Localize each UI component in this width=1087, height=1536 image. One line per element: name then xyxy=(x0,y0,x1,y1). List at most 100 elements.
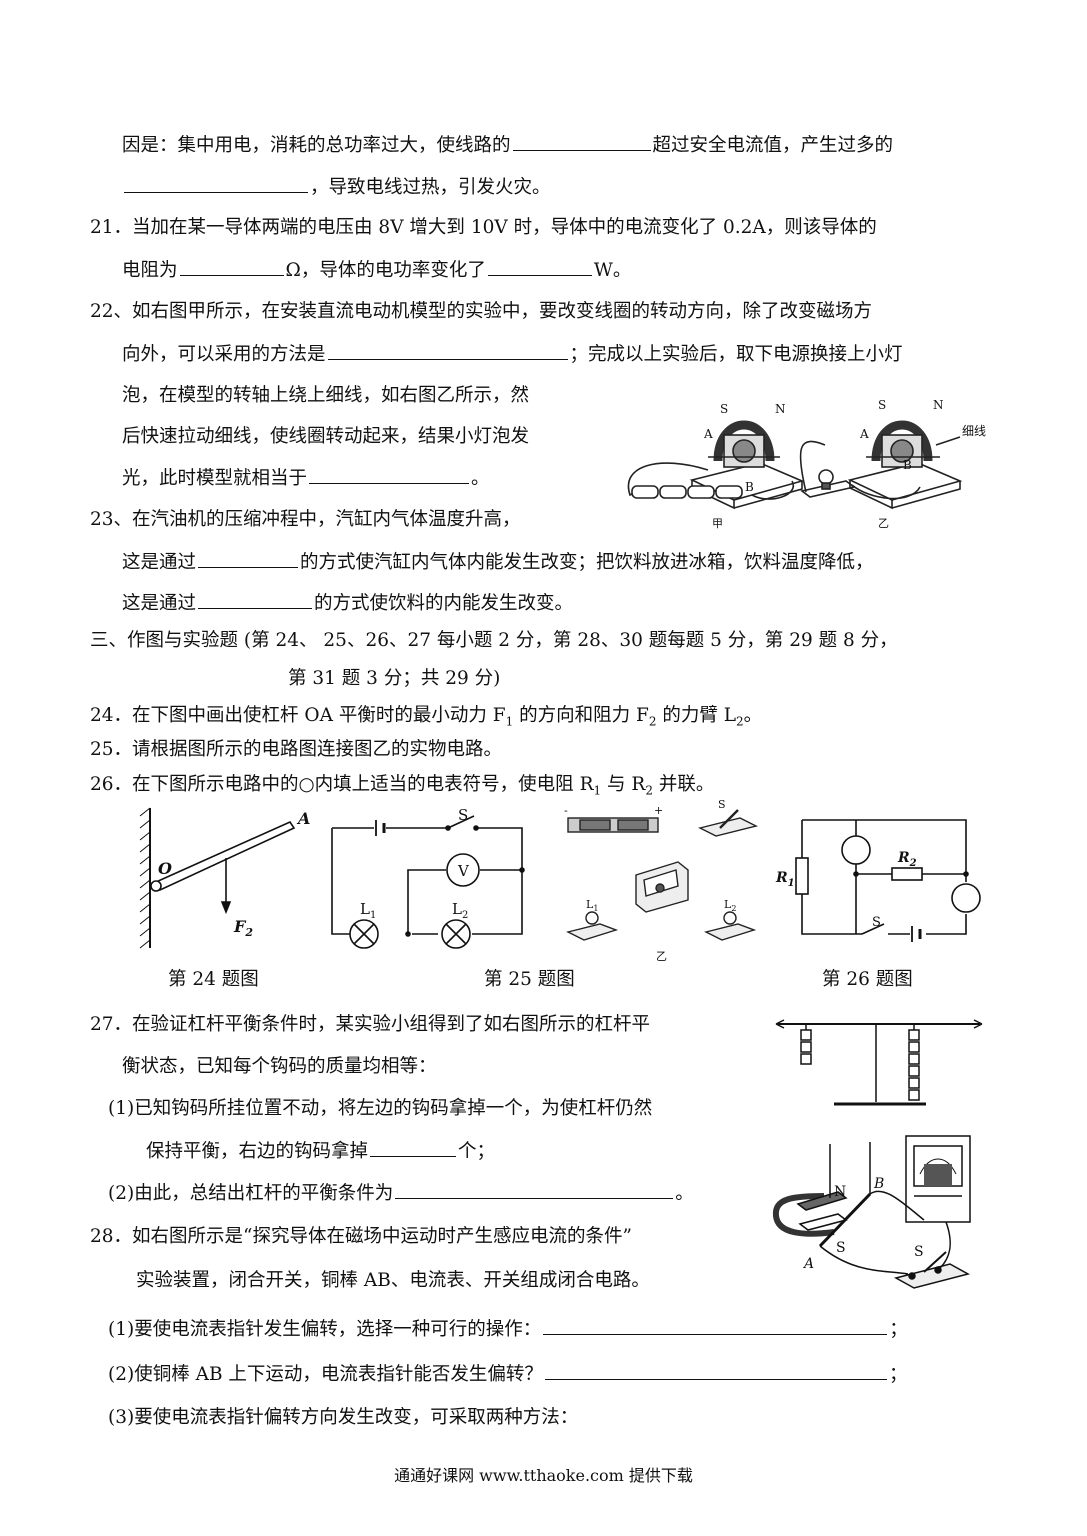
svg-text:L1: L1 xyxy=(360,900,376,921)
switch-q28 xyxy=(893,1263,971,1289)
svg-text:S: S xyxy=(458,806,468,824)
q26-text: 26．在下图所示电路中的○内填上适当的电表符号，使电阻 R1 与 R2 并联。 xyxy=(90,774,715,798)
q27-line2: 衡状态，已知每个钩码的质量均相等： xyxy=(122,1056,437,1077)
svg-text:S: S xyxy=(720,402,728,416)
q21-line1: 21．当加在某一导体两端的电压由 8V 增大到 10V 时，导体中的电流变化了 … xyxy=(90,217,877,238)
answer-blank[interactable] xyxy=(198,590,313,609)
svg-text:A: A xyxy=(859,427,869,441)
svg-text:L1: L1 xyxy=(586,898,598,913)
footer-source: 通通好课网 www.tthaoke.com 提供下载 xyxy=(394,1466,693,1485)
caption-fig25: 第 25 题图 xyxy=(484,969,575,990)
lamp-L2-component xyxy=(703,923,757,941)
voltmeter-V xyxy=(446,853,480,887)
svg-text:-: - xyxy=(564,804,568,817)
svg-text:甲: 甲 xyxy=(712,517,723,530)
svg-text:+: + xyxy=(654,804,663,817)
q25-text: 25．请根据图所示的电路图连接图乙的实物电路。 xyxy=(90,739,503,760)
svg-text:L2: L2 xyxy=(452,900,468,921)
svg-text:A: A xyxy=(802,1256,814,1272)
copper-rod-AB xyxy=(818,1192,872,1248)
answer-blank[interactable] xyxy=(512,132,651,151)
svg-text:O: O xyxy=(158,859,172,878)
svg-text:S: S xyxy=(878,398,886,412)
answer-blank[interactable] xyxy=(124,174,308,193)
weights-left xyxy=(800,1029,812,1065)
answer-blank[interactable] xyxy=(179,257,284,276)
resistor-R2 xyxy=(891,867,923,881)
pivot-O xyxy=(150,880,162,892)
switch-S-26 xyxy=(861,923,885,935)
q22-line4: 后快速拉动细线，使线圈转动起来，结果小灯泡发 xyxy=(122,426,530,447)
answer-blank[interactable] xyxy=(395,1180,674,1199)
section3-heading-cont: 第 31 题 3 分；共 29 分) xyxy=(288,668,501,689)
circuit-26-diagram: R1 R2 S xyxy=(775,819,981,942)
answer-blank[interactable] xyxy=(198,549,299,568)
answer-blank[interactable] xyxy=(544,1361,887,1380)
q23-line1: 23、在汽油机的压缩冲程中，汽缸内气体温度升高， xyxy=(90,509,521,530)
q28-line4: (2)使铜棒 AB 上下运动，电流表指针能否发生偏转？； xyxy=(108,1361,907,1388)
svg-text:S: S xyxy=(718,798,726,811)
q22-line3: 泡，在模型的转轴上绕上细线，如右图乙所示，然 xyxy=(122,385,530,406)
motor-figure: S N A B S N A B 细线 甲 乙 xyxy=(627,398,986,530)
circuit-25-diagram: S V L1 L2 xyxy=(331,806,525,949)
induction-figure: N B S A S xyxy=(772,1135,971,1289)
weights-right xyxy=(908,1029,920,1101)
resistor-R1 xyxy=(795,857,809,895)
answer-blank[interactable] xyxy=(487,257,592,276)
svg-text:R2: R2 xyxy=(897,850,917,869)
q22-line2: 向外，可以采用的方法是；完成以上实验后，取下电源换接上小灯 xyxy=(122,341,903,368)
lever-balance-figure xyxy=(775,1019,983,1106)
q27-line1: 27．在验证杠杆平衡条件时，某实验小组得到了如右图所示的杠杆平 xyxy=(90,1014,651,1035)
q28-line2: 实验装置，闭合开关，铜棒 AB、电流表、开关组成闭合电路。 xyxy=(136,1270,650,1291)
svg-text:L2: L2 xyxy=(724,898,736,913)
answer-blank[interactable] xyxy=(327,341,568,360)
lamp-L1-component xyxy=(565,923,619,941)
q24-text: 24．在下图中画出使杠杆 OA 平衡时的最小动力 F1 的方向和阻力 F2 的力… xyxy=(90,705,763,729)
q27-line3: (1)已知钩码所挂位置不动，将左边的钩码拿掉一个，为使杠杆仍然 xyxy=(108,1098,653,1119)
svg-text:A: A xyxy=(296,809,310,828)
svg-text:V: V xyxy=(457,862,470,880)
caption-fig24: 第 24 题图 xyxy=(168,969,259,990)
svg-text:B: B xyxy=(745,480,754,494)
svg-text:细线: 细线 xyxy=(962,424,986,438)
q27-line5: (2)由此，总结出杠杆的平衡条件为。 xyxy=(108,1180,694,1207)
svg-text:乙: 乙 xyxy=(656,950,667,963)
svg-text:乙: 乙 xyxy=(878,517,889,530)
circuit-25-physical: - + S L1 L2 乙 xyxy=(564,798,759,963)
meter-circle-top xyxy=(841,835,871,865)
q20-line2: ，导致电线过热，引发火灾。 xyxy=(122,174,551,201)
q22-line5: 光，此时模型就相当于。 xyxy=(122,465,490,492)
answer-blank[interactable] xyxy=(370,1138,457,1157)
svg-text:S: S xyxy=(836,1240,846,1256)
q27-line4: 保持平衡，右边的钩码拿掉个； xyxy=(146,1138,495,1165)
q22-line1: 22、如右图甲所示，在安装直流电动机模型的实验中，要改变线圈的转动方向，除了改变… xyxy=(90,301,873,322)
magnet-jia xyxy=(713,420,775,462)
svg-text:B: B xyxy=(873,1176,884,1192)
svg-text:N: N xyxy=(834,1184,846,1200)
svg-text:B: B xyxy=(903,458,912,472)
lever-figure: O A F2 xyxy=(139,807,310,949)
answer-blank[interactable] xyxy=(309,465,470,484)
answer-blank[interactable] xyxy=(543,1316,888,1335)
q20-line1: 因是：集中用电，消耗的总功率过大，使线路的超过安全电流值，产生过多的 xyxy=(122,132,893,159)
lever-bar xyxy=(154,820,296,892)
svg-text:S: S xyxy=(914,1244,924,1260)
switch-S xyxy=(447,815,475,829)
q28-line1: 28．如右图所示是“探究导体在磁场中运动时产生感应电流的条件” xyxy=(90,1226,632,1247)
q23-line3: 这是通过的方式使饮料的内能发生改变。 xyxy=(122,590,573,617)
q23-line2: 这是通过的方式使汽缸内气体内能发生改变；把饮料放进冰箱，饮料温度降低， xyxy=(122,549,874,576)
caption-fig26: 第 26 题图 xyxy=(822,969,913,990)
svg-text:A: A xyxy=(703,427,713,441)
svg-text:N: N xyxy=(933,398,944,412)
q28-line5: (3)要使电流表指针偏转方向发生改变，可采取两种方法： xyxy=(108,1407,579,1428)
section3-heading: 三、作图与实验题 (第 24、 25、26、27 每小题 2 分，第 28、30… xyxy=(90,630,898,651)
svg-text:R1: R1 xyxy=(775,870,795,889)
svg-text:N: N xyxy=(775,402,786,416)
svg-text:F2: F2 xyxy=(233,917,253,939)
meter-circle-right xyxy=(951,883,981,913)
svg-text:S: S xyxy=(872,915,881,930)
magnet-U xyxy=(772,1193,835,1237)
magnet-yi xyxy=(871,420,933,462)
q28-line3: (1)要使电流表指针发生偏转，选择一种可行的操作：； xyxy=(108,1316,908,1343)
